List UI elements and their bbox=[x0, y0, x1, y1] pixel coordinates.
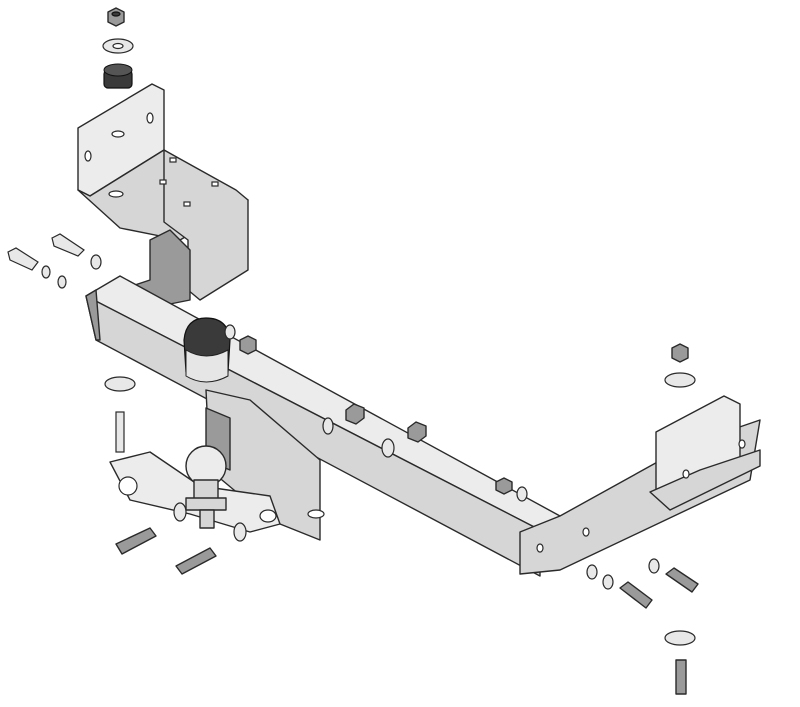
nut bbox=[345, 403, 365, 425]
washer bbox=[664, 630, 696, 646]
bolt bbox=[619, 581, 653, 609]
washer bbox=[233, 522, 247, 542]
rubber-bushing bbox=[103, 63, 133, 89]
vertical-bolt bbox=[115, 411, 125, 453]
nut bbox=[239, 335, 257, 355]
tow-ball bbox=[109, 445, 281, 533]
nut bbox=[495, 477, 513, 495]
washer bbox=[104, 376, 136, 392]
left-bolts bbox=[7, 233, 102, 289]
washer bbox=[381, 438, 395, 458]
nut bbox=[407, 421, 427, 443]
washer bbox=[322, 417, 334, 435]
left-mounting-bracket bbox=[77, 83, 249, 311]
washer bbox=[602, 574, 614, 590]
bolt bbox=[675, 659, 687, 695]
bolt bbox=[665, 567, 699, 593]
top-washer bbox=[102, 38, 134, 54]
washer bbox=[648, 558, 660, 574]
washer bbox=[516, 486, 528, 502]
washer bbox=[586, 564, 598, 580]
main-cross-beam bbox=[85, 275, 761, 577]
lower-bolts bbox=[115, 527, 217, 575]
washer bbox=[664, 372, 696, 388]
nut bbox=[671, 343, 689, 363]
tow-ball-cover bbox=[183, 317, 236, 383]
top-nut bbox=[107, 7, 125, 27]
